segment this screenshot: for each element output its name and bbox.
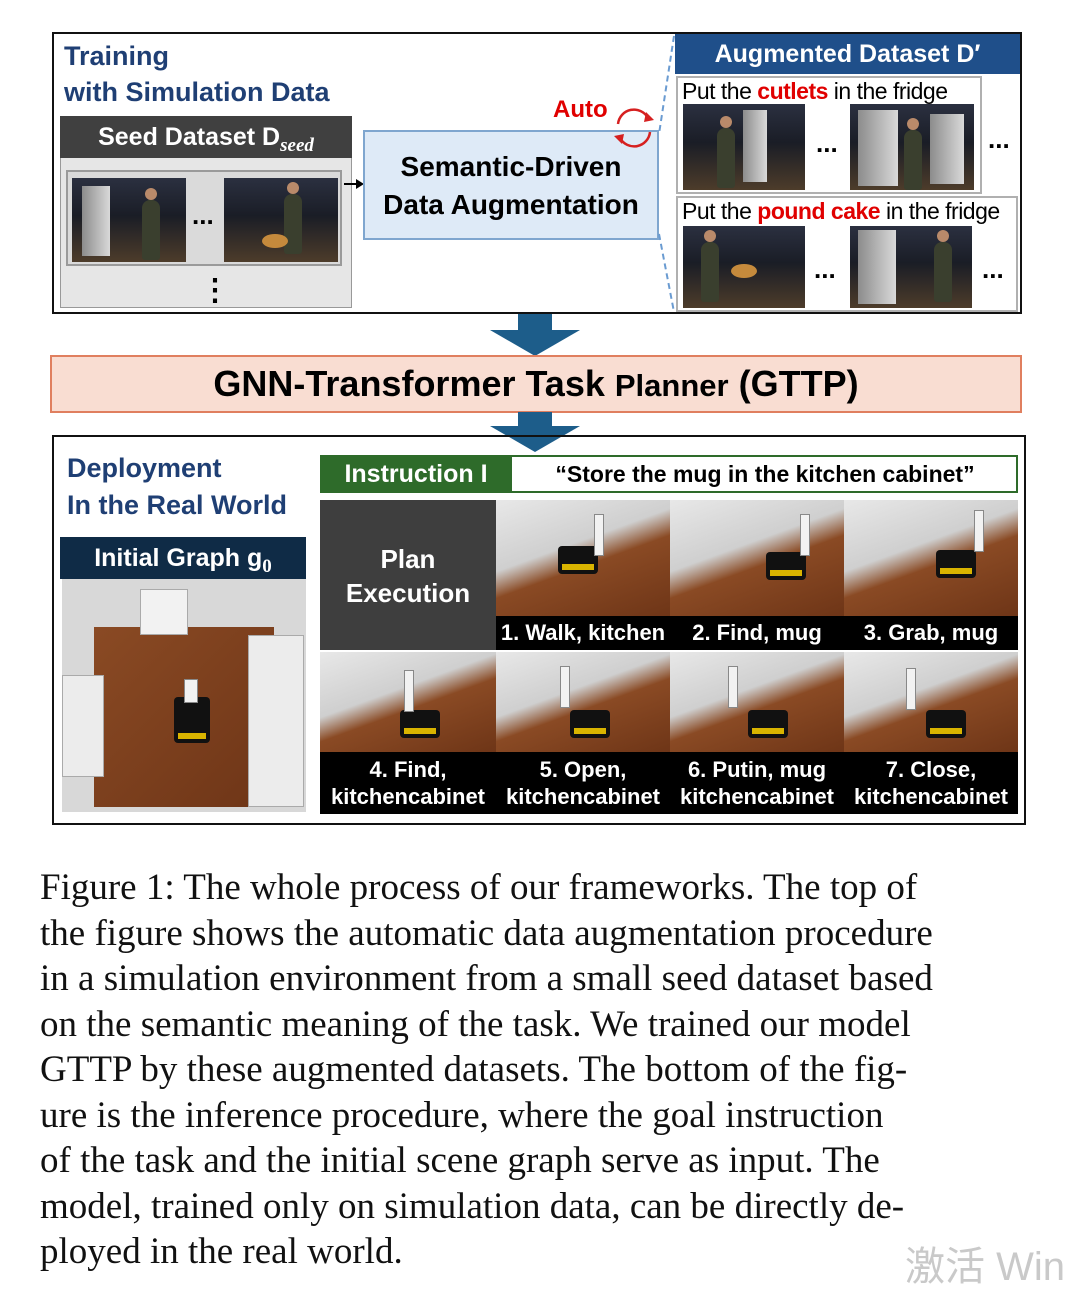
training-panel <box>52 32 1022 314</box>
deployment-title-line2: In the Real World <box>67 490 288 520</box>
step-label-7-line2: kitchencabinet <box>853 784 1009 809</box>
step-label-2: 2. Find, mug <box>670 616 844 650</box>
deployment-panel <box>52 435 1026 825</box>
seed-image-2 <box>224 178 338 262</box>
step-image-4 <box>320 652 496 752</box>
augmented-image-1b <box>850 104 974 190</box>
step-label-3: 3. Grab, mug <box>844 616 1018 650</box>
initial-graph-label: Initial Graph g <box>94 544 263 572</box>
augmented-dataset-label: Augmented Dataset D′ <box>714 40 981 68</box>
arrow-down-icon-2 <box>490 412 580 452</box>
augmented-ellipsis-1: ... <box>816 128 838 158</box>
example1-post: in the fridge <box>827 78 948 104</box>
example2-post: in the fridge <box>880 198 1000 224</box>
augmented-dataset-header: Augmented Dataset D′ <box>675 34 1020 74</box>
figure-caption: Figure 1: The whole process of our frame… <box>40 865 1037 1275</box>
step-label-5: 5. Open, kitchencabinet <box>496 752 670 814</box>
gttp-label-big: GNN-Transformer Task <box>213 363 615 404</box>
dashed-connector <box>658 35 675 313</box>
initial-graph-header: Initial Graph g0 <box>60 537 306 579</box>
step-image-6 <box>670 652 844 752</box>
example2-highlight: pound cake <box>757 198 881 224</box>
step-label-7: 7. Close, kitchencabinet <box>844 752 1018 814</box>
gttp-label-end: (GTTP) <box>728 363 859 404</box>
plan-execution-cell: Plan Execution <box>320 500 496 650</box>
seed-image-1 <box>72 178 186 262</box>
plan-line1: Plan <box>380 544 436 574</box>
step-label-4-line1: 4. Find, <box>369 757 447 782</box>
caption-line: ure is the inference procedure, where th… <box>40 1094 884 1136</box>
seed-ellipsis: ... <box>192 200 214 230</box>
refresh-cycle-icon <box>614 108 654 148</box>
step-label-6-line2: kitchencabinet <box>679 784 835 809</box>
example1-highlight: cutlets <box>757 78 828 104</box>
activation-watermark: 激活 Win <box>905 1245 1065 1289</box>
caption-line: GTTP by these augmented datasets. The bo… <box>40 1049 908 1090</box>
instruction-text: “Store the mug in the kitchen cabinet” <box>555 461 975 487</box>
deployment-title-line1: Deployment <box>67 453 222 483</box>
instruction-label: Instruction I <box>320 455 512 493</box>
sda-line1: Semantic-Driven <box>400 151 622 182</box>
step-label-6: 6. Putin, mug kitchencabinet <box>670 752 844 814</box>
auto-label: Auto <box>553 96 608 123</box>
augmented-example-2 <box>676 196 1018 312</box>
caption-line: the figure shows the automatic data augm… <box>40 912 933 954</box>
caption-line: Figure 1: The whole process of our frame… <box>40 867 918 908</box>
step-label-4-line2: kitchencabinet <box>330 784 486 809</box>
gttp-label-small: Planner <box>614 368 729 403</box>
step-image-3 <box>844 500 1018 616</box>
caption-line: model, trained only on simulation data, … <box>40 1185 905 1227</box>
augmented-example-1-caption: Put the cutlets in the fridge <box>682 78 948 105</box>
step-label-5-line1: 5. Open, <box>539 757 627 782</box>
arrow-down-icon <box>490 314 580 356</box>
sda-line2: Data Augmentation <box>383 189 639 220</box>
augmented-example-2-caption: Put the pound cake in the fridge <box>682 198 1000 225</box>
augmented-ellipsis-4: ... <box>982 254 1004 284</box>
plan-line2: Execution <box>345 578 471 608</box>
seed-dataset-header: Seed Dataset Dseed <box>60 116 352 158</box>
step-image-5 <box>496 652 670 752</box>
step-label-5-line2: kitchencabinet <box>505 784 661 809</box>
example2-pre: Put the <box>682 198 758 224</box>
step-label-1: 1. Walk, kitchen <box>496 616 670 650</box>
augmented-image-1a <box>683 104 805 190</box>
caption-line: in a simulation environment from a small… <box>40 958 933 999</box>
seed-vertical-ellipsis: ⋮ <box>200 274 230 307</box>
step-image-7 <box>844 652 1018 752</box>
augmented-image-2b <box>850 226 972 308</box>
caption-line: ployed in the real world. <box>40 1231 403 1272</box>
step-label-4: 4. Find, kitchencabinet <box>320 752 496 814</box>
augmented-image-2a <box>683 226 805 308</box>
seed-dataset-label: Seed Dataset D <box>98 123 281 151</box>
initial-graph-image <box>62 579 306 812</box>
augmented-ellipsis-3: ... <box>814 254 836 284</box>
augmented-ellipsis-2: ... <box>988 124 1010 154</box>
seed-dataset-sub: seed <box>280 135 314 156</box>
step-image-1 <box>496 500 670 616</box>
caption-line: of the task and the initial scene graph … <box>40 1140 880 1181</box>
training-title-line2: with Simulation Data <box>64 77 330 107</box>
caption-line: on the semantic meaning of the task. We … <box>40 1003 911 1045</box>
arrow-right-icon <box>344 179 364 189</box>
step-label-7-line1: 7. Close, <box>885 757 977 782</box>
step-label-6-line1: 6. Putin, mug <box>687 757 827 782</box>
augmented-example-1 <box>676 76 982 194</box>
example1-pre: Put the <box>682 78 758 104</box>
step-image-2 <box>670 500 844 616</box>
gttp-planner-bar: GNN-Transformer Task Planner (GTTP) <box>50 355 1022 413</box>
semantic-driven-augmentation-box: Semantic-Driven Data Augmentation <box>363 130 659 240</box>
initial-graph-sub: 0 <box>262 556 272 577</box>
training-title-line1: Training <box>64 41 170 71</box>
